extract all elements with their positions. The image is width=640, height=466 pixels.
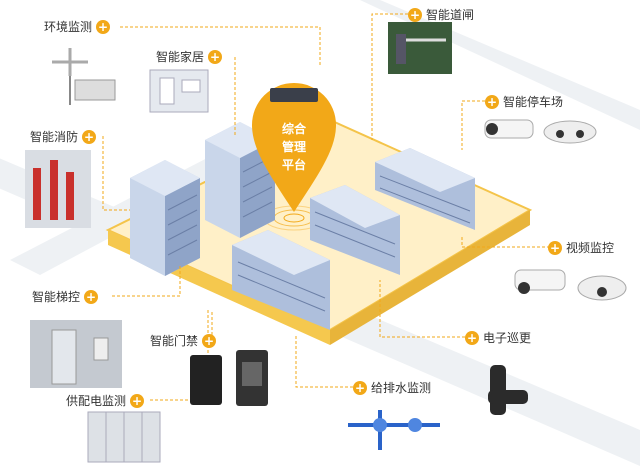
label-env: + 环境监测 <box>44 18 111 35</box>
hub-pin <box>252 83 336 212</box>
label-patrol-text: 电子巡更 <box>483 331 532 345</box>
plus-icon: + <box>202 333 217 348</box>
hub-line-1: 综合 <box>281 122 306 136</box>
hub-line-3: 平台 <box>281 158 306 172</box>
plus-icon: + <box>548 240 562 255</box>
patrol-reader-icon <box>488 365 528 415</box>
label-water-text: 给排水监测 <box>371 381 432 395</box>
connector-lines <box>102 13 560 401</box>
label-home: + 智能家居 <box>156 48 223 65</box>
plus-icon: + <box>130 393 145 408</box>
parking-camera-icon <box>484 119 597 144</box>
plus-icon: + <box>485 94 499 109</box>
label-gate: + 智能道闸 <box>408 6 474 23</box>
label-video-text: 视频监控 <box>566 241 615 255</box>
label-power-text: 供配电监测 <box>66 394 127 408</box>
label-power: + 供配电监测 <box>66 392 145 409</box>
label-fire-text: 智能消防 <box>30 130 79 144</box>
building-front <box>232 230 330 330</box>
weather-station-icon <box>52 48 116 105</box>
video-camera-icon <box>514 269 627 301</box>
label-elevator: + 智能梯控 <box>32 288 99 305</box>
building-mid <box>310 185 400 275</box>
plus-icon: + <box>84 289 99 304</box>
plus-icon: + <box>82 129 97 144</box>
label-patrol: + 电子巡更 <box>465 329 531 346</box>
label-fire: + 智能消防 <box>30 128 97 145</box>
label-access-text: 智能门禁 <box>150 334 199 348</box>
label-parking-text: 智能停车场 <box>503 95 564 109</box>
label-video: + 视频监控 <box>548 239 614 256</box>
server-icon <box>270 88 318 102</box>
label-parking: + 智能停车场 <box>485 93 563 110</box>
label-home-text: 智能家居 <box>156 50 205 64</box>
label-gate-text: 智能道闸 <box>426 8 475 22</box>
fire-pump-room-icon <box>25 150 91 228</box>
label-water: + 给排水监测 <box>353 379 431 396</box>
plus-icon: + <box>465 330 479 345</box>
label-elevator-text: 智能梯控 <box>32 290 81 304</box>
hub-line-2: 管理 <box>281 140 306 154</box>
label-access: + 智能门禁 <box>150 332 217 349</box>
smart-home-panel-icon <box>149 69 209 113</box>
elevator-icon <box>30 320 122 388</box>
water-pipes-icon <box>348 410 440 450</box>
plus-icon: + <box>208 49 223 64</box>
hub-label: 综合 管理 平台 <box>266 120 322 174</box>
gate-barrier-icon <box>388 22 452 74</box>
building-left <box>130 160 200 276</box>
building-right <box>375 148 475 230</box>
plus-icon: + <box>408 7 422 22</box>
plus-icon: + <box>353 380 367 395</box>
switchgear-icon <box>87 411 161 463</box>
label-env-text: 环境监测 <box>44 20 93 34</box>
access-keypad-icon <box>190 350 268 406</box>
plus-icon: + <box>96 19 111 34</box>
